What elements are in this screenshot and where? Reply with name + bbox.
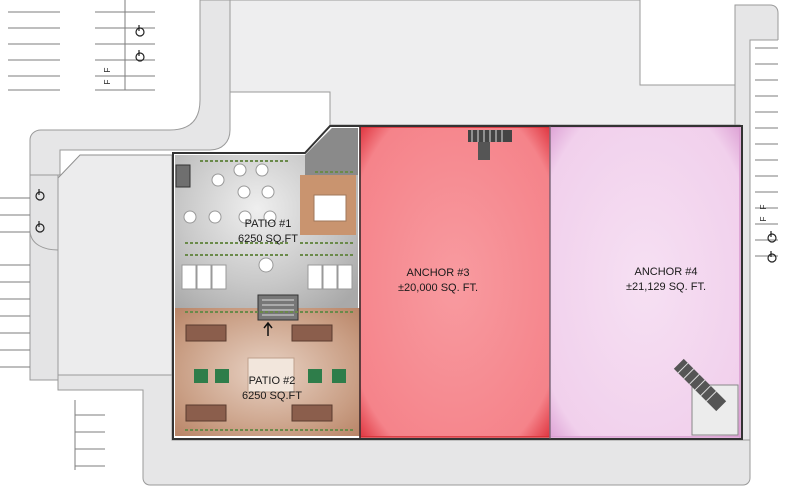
loading-dock-ramp [673,358,727,412]
round-table [261,185,275,199]
fire-lane-mark: F [759,204,768,209]
fire-lane-marks: F F F F [103,67,768,221]
round-table [258,257,274,273]
dining-set [291,404,333,422]
lounge-chair [307,264,323,290]
dining-set [291,324,333,342]
round-table [208,210,222,224]
round-table [255,163,269,177]
lounge-chair [322,264,338,290]
site-background [29,0,800,486]
anchor-3-area-label: ±20,000 SQ. FT. [398,282,478,294]
anchor-4-area-label: ±21,129 SQ. FT. [626,281,706,293]
north-building-footprint [229,0,736,126]
patio-2-label: PATIO #2 [249,375,296,387]
wheelchair-icon [35,221,45,233]
south-walkway [57,374,751,486]
center-stair [257,294,299,321]
patio-2-stage [247,357,295,393]
patio-1-furnishings [175,160,356,336]
trash-compactor [468,130,512,160]
planter [194,369,208,383]
round-table [211,173,225,187]
round-table [238,210,252,224]
lounge-chair [337,264,353,290]
planter [332,369,346,383]
accessible-parking-icons [35,25,777,263]
lounge-chair [196,264,212,290]
round-table [233,163,247,177]
fire-lane-mark: F [759,216,768,221]
wheelchair-icon [35,189,45,201]
fire-lane-mark: F [103,67,112,72]
round-table [237,185,251,199]
stair [175,164,191,188]
wheelchair-icon [135,50,145,62]
west-building [57,154,173,376]
dining-set [185,404,227,422]
anchor-3-space [359,126,551,438]
wheelchair-icon [767,231,777,243]
up-arrow-icon [263,321,273,336]
round-table [183,210,197,224]
patio-1-area-label: 6250 SQ.FT [238,233,298,245]
west-walkway [29,0,231,176]
parking-stalls [0,0,778,470]
west-sidewalk [29,174,59,381]
anchor-4-label: ANCHOR #4 [635,266,698,278]
patio-1-label: PATIO #1 [245,218,292,230]
building-outline [172,125,743,440]
wheelchair-icon [135,25,145,37]
lounge-chair [211,264,227,290]
planter [308,369,322,383]
patio-2-furnishings [185,311,355,431]
wheelchair-icon [767,251,777,263]
round-table [263,210,277,224]
fire-lane-mark: F [103,79,112,84]
anchor-3-label: ANCHOR #3 [407,267,470,279]
dining-set [185,324,227,342]
lounge-chair [181,264,197,290]
patio-2-area-label: 6250 SQ.FT [242,390,302,402]
planter [215,369,229,383]
